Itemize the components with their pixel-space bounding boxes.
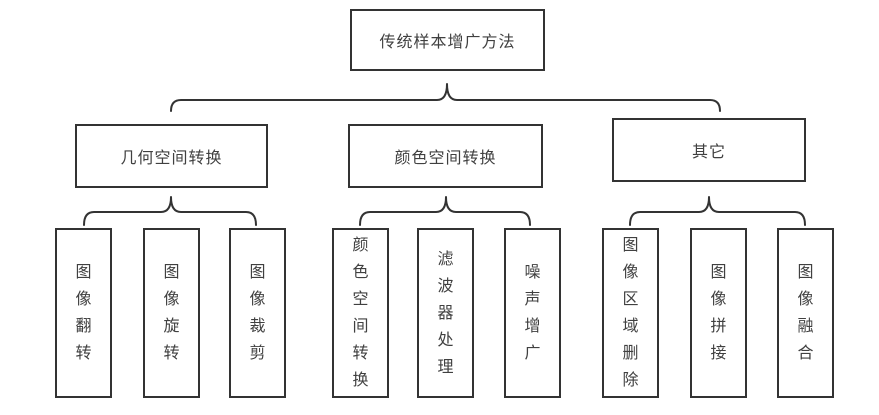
- branch-node-geometric-transform: 几何空间转换: [75, 124, 268, 188]
- branch-node-other: 其它: [612, 118, 806, 182]
- leaf-label: 图像区域删除: [622, 237, 639, 389]
- leaf-node-region-erase: 图像区域删除: [602, 228, 659, 398]
- leaf-label: 图像拼接: [710, 264, 727, 362]
- brace-connector-branch-1: [83, 196, 257, 226]
- leaf-label: 噪声增广: [524, 264, 541, 362]
- leaf-label: 图像裁剪: [249, 264, 266, 362]
- leaf-node-color-space-convert: 颜色空间转换: [332, 228, 389, 398]
- leaf-label: 图像融合: [797, 264, 814, 362]
- leaf-node-image-blend: 图像融合: [777, 228, 834, 398]
- leaf-node-image-rotate: 图像旋转: [143, 228, 200, 398]
- brace-connector-branch-2: [359, 196, 531, 226]
- leaf-node-image-crop: 图像裁剪: [229, 228, 286, 398]
- brace-connector-branch-3: [629, 196, 806, 226]
- leaf-node-noise-augment: 噪声增广: [504, 228, 561, 398]
- brace-connector-root: [170, 83, 721, 112]
- leaf-label: 滤波器处理: [437, 250, 454, 376]
- leaf-node-image-stitch: 图像拼接: [690, 228, 747, 398]
- branch-node-color-space-transform: 颜色空间转换: [348, 124, 543, 188]
- leaf-label: 图像旋转: [163, 264, 180, 362]
- leaf-label: 图像翻转: [75, 264, 92, 362]
- leaf-label: 颜色空间转换: [352, 237, 369, 389]
- leaf-node-filter-processing: 滤波器处理: [417, 228, 474, 398]
- root-node: 传统样本增广方法: [350, 9, 545, 71]
- leaf-node-image-flip: 图像翻转: [55, 228, 112, 398]
